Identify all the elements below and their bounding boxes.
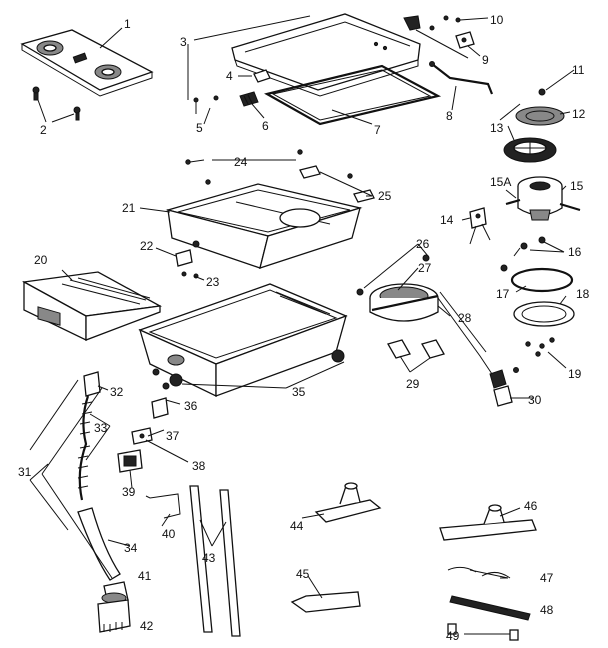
callout-19: 19 <box>568 367 582 381</box>
callout-15a: 15A <box>490 175 511 189</box>
part-43-wands <box>189 485 241 637</box>
part-32-hose-cuff <box>83 371 101 397</box>
part-24-screws <box>185 149 353 185</box>
callout-34: 34 <box>124 541 138 555</box>
leader-lines <box>29 15 575 635</box>
callout-28: 28 <box>458 311 472 325</box>
part-18-ring <box>513 301 575 327</box>
part-6-switch <box>239 91 259 107</box>
callout-11: 11 <box>572 63 585 77</box>
callout-22: 22 <box>140 239 154 253</box>
part-16-clips <box>500 236 546 272</box>
part-29-clips <box>387 339 445 359</box>
callout-24: 24 <box>234 155 248 169</box>
callout-41: 41 <box>138 569 152 583</box>
callout-21: 21 <box>122 201 136 215</box>
part-1-cover-plate <box>20 29 154 97</box>
callout-4: 4 <box>226 69 233 83</box>
part-15-motor <box>505 176 581 221</box>
part-2-screws <box>32 86 81 121</box>
callout-49: 49 <box>446 629 460 643</box>
callout-40: 40 <box>162 527 176 541</box>
callout-35: 35 <box>292 385 306 399</box>
callout-6: 6 <box>262 119 269 133</box>
part-10-screws <box>429 15 461 31</box>
callout-5: 5 <box>196 121 203 135</box>
part-46-floor-tool <box>439 504 537 541</box>
part-33-hose <box>77 395 93 501</box>
callout-9: 9 <box>482 53 489 67</box>
callout-14: 14 <box>440 213 454 227</box>
part-4-latch <box>253 69 271 83</box>
callout-16: 16 <box>568 245 582 259</box>
part-39-plate <box>117 449 143 473</box>
callout-26: 26 <box>416 237 430 251</box>
part-25-clips <box>299 165 375 203</box>
part-35-tank <box>138 283 348 398</box>
callout-46: 46 <box>524 499 538 513</box>
part-5-pins <box>193 95 219 114</box>
part-20-filter-box <box>21 271 163 342</box>
part-36-caster <box>151 368 170 419</box>
part-45-crevice-tool <box>290 591 361 613</box>
part-31-bracket-lines <box>29 379 79 531</box>
callout-3: 3 <box>180 35 187 49</box>
part-12-filter-disc <box>515 106 565 126</box>
callout-43: 43 <box>202 551 216 565</box>
part-21-upper-tray <box>165 183 363 269</box>
callout-47: 47 <box>540 571 554 585</box>
part-30-plug <box>493 367 519 407</box>
callout-38: 38 <box>192 459 206 473</box>
callout-33: 33 <box>94 421 108 435</box>
part-7-gasket <box>264 64 442 126</box>
callout-36: 36 <box>184 399 198 413</box>
callout-8: 8 <box>446 109 453 123</box>
part-26-screws <box>356 254 430 296</box>
part-44-nozzle <box>314 482 382 523</box>
part-3-lid <box>231 13 421 97</box>
callout-39: 39 <box>122 485 136 499</box>
part-13-fan <box>503 137 557 163</box>
callout-31: 31 <box>18 465 32 479</box>
part-8-rod <box>429 61 494 95</box>
callout-10: 10 <box>490 13 504 27</box>
part-14-bracket <box>469 207 491 245</box>
part-34-hose-end <box>77 507 121 581</box>
callout-12: 12 <box>572 107 586 121</box>
callout-44: 44 <box>290 519 304 533</box>
callout-32: 32 <box>110 385 124 399</box>
callout-30: 30 <box>528 393 542 407</box>
callout-labels: 1 2 3 4 5 6 7 8 9 10 11 12 13 14 15 15A … <box>18 13 590 643</box>
part-48-brush-strip <box>449 595 531 621</box>
callout-15: 15 <box>570 179 584 193</box>
part-22-clip <box>175 249 193 267</box>
callout-23: 23 <box>206 275 220 289</box>
part-42-brush <box>97 599 131 633</box>
part-40-clip <box>145 493 181 519</box>
callout-42: 42 <box>140 619 154 633</box>
callout-45: 45 <box>296 567 310 581</box>
callout-13: 13 <box>490 121 504 135</box>
callout-25: 25 <box>378 189 392 203</box>
callout-18: 18 <box>576 287 590 301</box>
part-28-cord <box>437 291 507 389</box>
callout-27: 27 <box>418 261 432 275</box>
callout-2: 2 <box>40 123 47 137</box>
part-19-screws <box>525 337 555 357</box>
callout-17: 17 <box>496 287 510 301</box>
callout-37: 37 <box>166 429 180 443</box>
callout-29: 29 <box>406 377 420 391</box>
callout-7: 7 <box>374 123 381 137</box>
part-49-end-caps <box>447 623 519 641</box>
part-9-hinge <box>403 15 475 49</box>
part-27-reel <box>369 283 439 322</box>
part-17-ring <box>510 267 574 293</box>
part-23-screws <box>181 271 199 279</box>
callout-1: 1 <box>124 17 131 31</box>
callout-48: 48 <box>540 603 554 617</box>
part-11-nut <box>538 88 546 96</box>
callout-20: 20 <box>34 253 48 267</box>
